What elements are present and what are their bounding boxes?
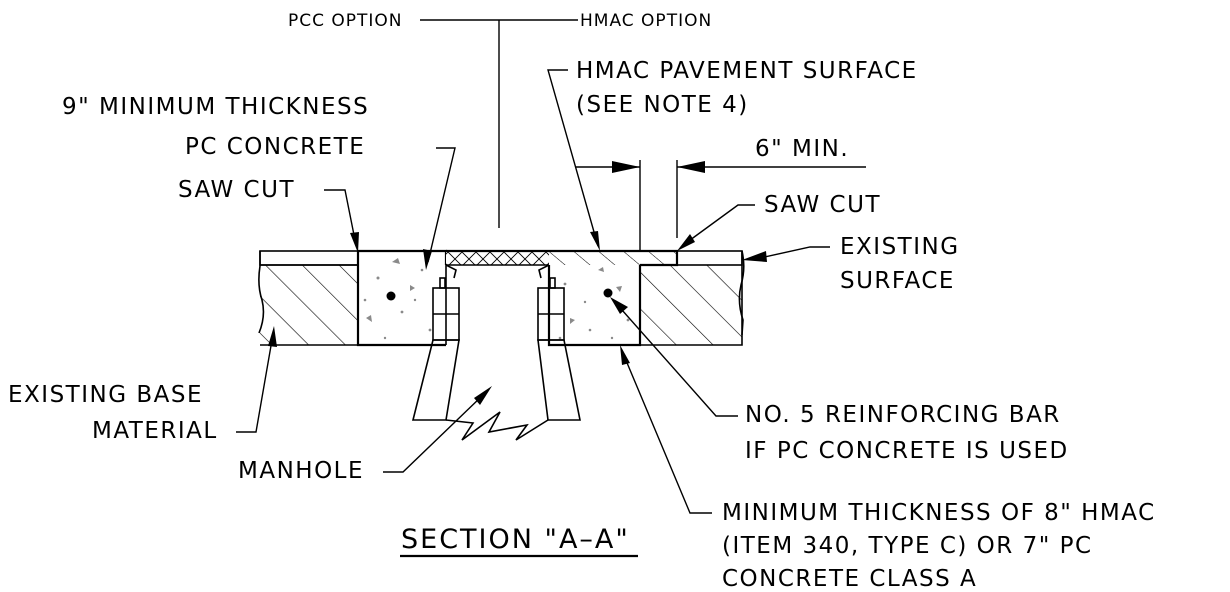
saw-cut-left-leader: [324, 189, 359, 253]
hmac-min-label-line1: MINIMUM THICKNESS OF 8" HMAC: [722, 500, 1156, 526]
pc-concrete-collar-left: [356, 249, 448, 347]
saw-cut-right-label: SAW CUT: [764, 192, 881, 218]
existing-base-label-line1: EXISTING BASE: [8, 382, 203, 408]
min-thickness-label-line1: 9" MINIMUM THICKNESS: [62, 94, 369, 120]
hmac-min-label-line2: (ITEM 340, TYPE C) OR 7" PC: [722, 533, 1093, 559]
pcc-option-label: PCC OPTION: [288, 11, 403, 31]
saw-cut-left-label: SAW CUT: [178, 177, 295, 203]
concrete-speckle-right: [558, 267, 630, 340]
hmac-min-label-line3: CONCRETE CLASS A: [722, 566, 977, 592]
existing-base-leader: [236, 326, 277, 433]
reinforcing-bar-right: [603, 288, 613, 298]
existing-pavement-left: [258, 250, 359, 346]
existing-base-label-line2: MATERIAL: [92, 418, 218, 444]
existing-surface-leader: [742, 246, 830, 262]
hmac-surface-layer: [446, 249, 679, 267]
pc-concrete-collar-right: [547, 265, 642, 347]
existing-surface-label-line1: EXISTING: [840, 234, 960, 260]
min-thickness-leader: [423, 147, 456, 270]
existing-pavement-right: [640, 250, 745, 346]
section-title: SECTION "A–A": [401, 524, 630, 555]
hmac-surface-label-line2: (SEE NOTE 4): [576, 92, 749, 118]
six-inch-min-dimension: [576, 160, 866, 251]
hmac-min-leader: [620, 345, 712, 514]
existing-surface-label-line2: SURFACE: [840, 268, 955, 294]
reinforcing-bar-left: [386, 291, 396, 301]
saw-cut-right-leader: [677, 204, 755, 251]
min-thickness-label-line2: PC CONCRETE: [185, 134, 365, 160]
hmac-option-label: HMAC OPTION: [580, 11, 712, 31]
manhole: [411, 264, 581, 441]
concrete-speckle-left: [363, 258, 432, 340]
hmac-surface-leader: [547, 69, 600, 251]
hmac-surface-label-line1: HMAC PAVEMENT SURFACE: [576, 58, 918, 84]
reinforcing-leader: [610, 297, 738, 417]
manhole-leader: [383, 386, 492, 473]
reinforcing-label-line2: IF PC CONCRETE IS USED: [745, 438, 1069, 464]
manhole-label: MANHOLE: [238, 458, 364, 484]
option-callout: [420, 19, 578, 228]
six-inch-min-label: 6" MIN.: [755, 136, 849, 162]
reinforcing-label-line1: NO. 5 REINFORCING BAR: [745, 402, 1061, 428]
